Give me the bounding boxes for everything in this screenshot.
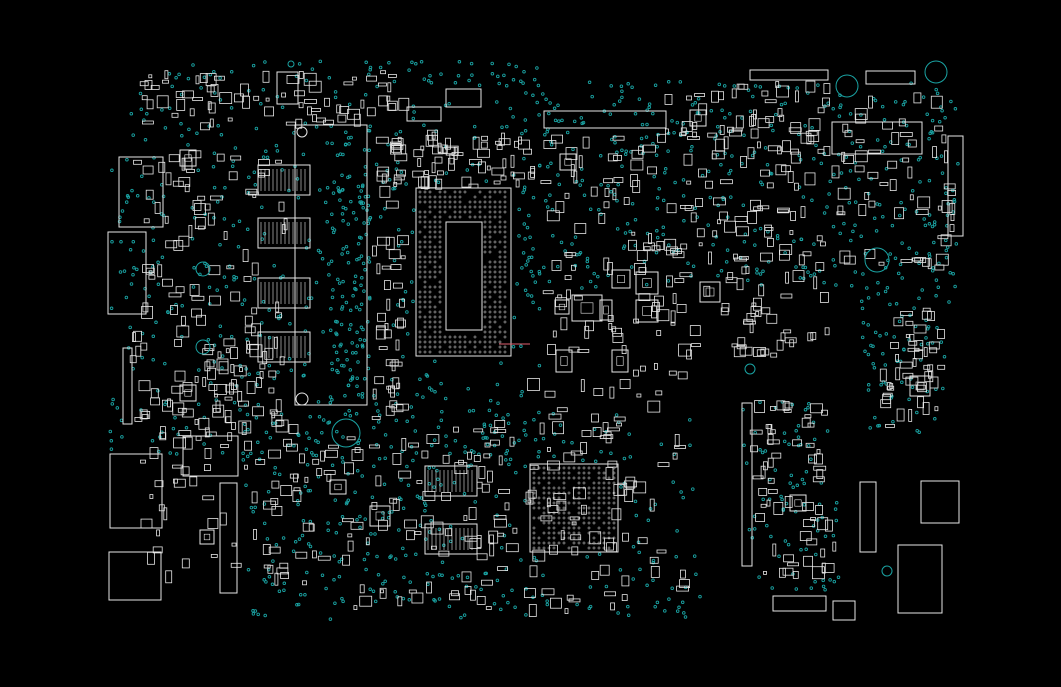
dimm-connector-icon[interactable]	[294, 124, 368, 406]
io-connector-icon[interactable]	[107, 69, 964, 621]
dram-chip-icon[interactable]	[257, 164, 478, 555]
via-layer	[108, 59, 960, 621]
pch-bga-icon[interactable]	[529, 463, 619, 553]
cpu-bga-icon[interactable]	[415, 187, 512, 357]
component-outline-layer	[129, 70, 956, 617]
mounting-hole-icon	[195, 60, 948, 577]
